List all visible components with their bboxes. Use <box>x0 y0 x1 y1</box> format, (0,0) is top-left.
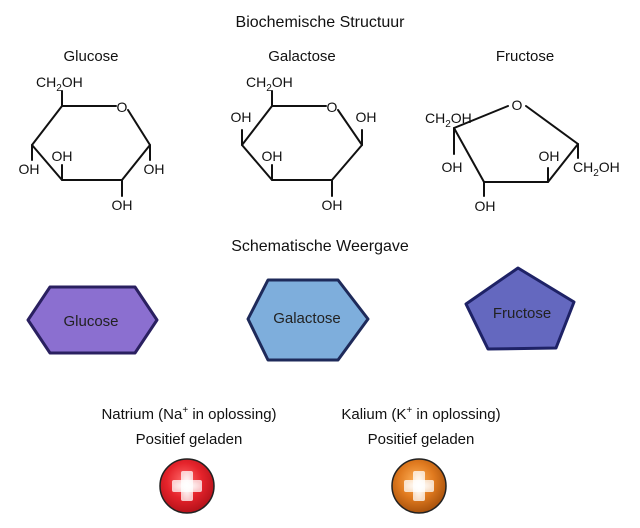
title-schematic: Schematische Weergave <box>231 238 409 255</box>
glucose-ch2oh: CH2OH <box>36 74 83 94</box>
fructose-pentagon <box>464 266 576 351</box>
glucose-oh: OH <box>112 197 133 213</box>
fructose-structure: Fructose O CH2OH OH OH OH CH2OH <box>425 48 620 214</box>
glucose-oh: OH <box>144 161 165 177</box>
sodium-charge-label: Positief geladen <box>136 431 243 448</box>
plus-icon <box>172 471 202 501</box>
title-biochemical: Biochemische Structuur <box>236 14 406 31</box>
fructose-ring-oxygen: O <box>512 97 523 113</box>
galactose-bond <box>271 90 327 107</box>
fructose-oh: OH <box>442 159 463 175</box>
galactose-oh: OH <box>231 109 252 125</box>
galactose-shape: Galactose <box>246 278 370 362</box>
galactose-oh: OH <box>262 148 283 164</box>
fructose-oh: OH <box>475 198 496 214</box>
sodium-ion: Natrium (Na+ in oplossing) Positief gela… <box>101 405 277 514</box>
fructose-oh: OH <box>539 148 560 164</box>
plus-icon <box>404 471 434 501</box>
fructose-ch2oh-right: CH2OH <box>573 159 620 179</box>
glucose-oh: OH <box>19 161 40 177</box>
potassium-charge-label: Positief geladen <box>368 431 475 448</box>
galactose-oh: OH <box>356 109 377 125</box>
galactose-ring-oxygen: O <box>327 99 338 115</box>
fructose-shape: Fructose <box>464 266 576 351</box>
galactose-oh: OH <box>322 197 343 213</box>
fructose-shape-label: Fructose <box>493 305 551 322</box>
galactose-hexagon <box>246 278 370 362</box>
fructose-name: Fructose <box>496 48 554 65</box>
glucose-ring-oxygen: O <box>117 99 128 115</box>
glucose-ring <box>31 105 151 181</box>
potassium-ion: Kalium (K+ in oplossing) Positief gelade… <box>341 405 501 514</box>
fructose-ch2oh-left: CH2OH <box>425 110 472 130</box>
galactose-name: Galactose <box>268 48 336 65</box>
galactose-structure: Galactose CH2OH O OH OH OH OH <box>231 48 377 213</box>
fructose-ring <box>453 105 579 183</box>
glucose-shape: Glucose <box>26 285 159 355</box>
galactose-shape-label: Galactose <box>273 310 341 327</box>
glucose-bond <box>61 90 117 107</box>
galactose-ch2oh: CH2OH <box>246 74 293 94</box>
sodium-label: Natrium (Na+ in oplossing) <box>101 405 276 423</box>
glucose-hexagon <box>26 285 159 355</box>
glucose-name: Glucose <box>63 48 118 65</box>
glucose-oh: OH <box>52 148 73 164</box>
glucose-shape-label: Glucose <box>63 313 118 330</box>
galactose-ring <box>241 105 363 181</box>
glucose-structure: Glucose CH2OH O OH OH OH OH <box>19 48 165 213</box>
potassium-label: Kalium (K+ in oplossing) <box>341 405 500 423</box>
